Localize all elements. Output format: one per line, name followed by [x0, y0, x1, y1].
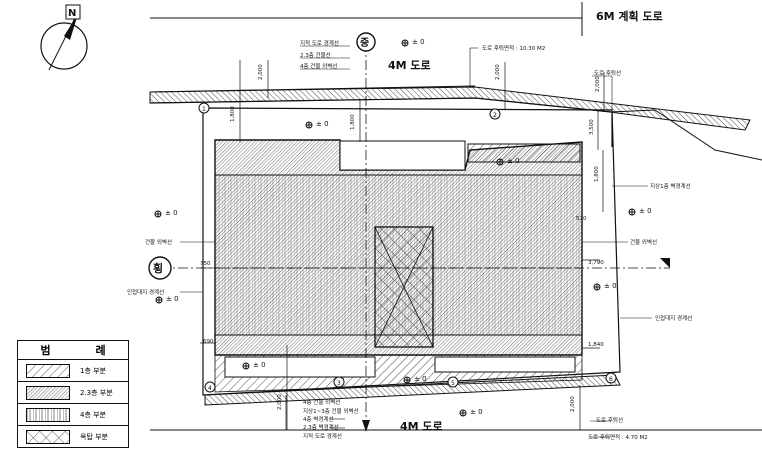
- road-label-bottom: 4M 도로: [400, 420, 443, 433]
- dim-bottom-right: 2,000: [570, 396, 576, 412]
- dim-right-1840: 1,840: [588, 342, 604, 348]
- dimension-lines: [200, 60, 605, 430]
- legend-item: 옥탑 부분: [18, 426, 128, 447]
- note-23-building-line: 2.3층 건물선: [300, 51, 331, 59]
- svg-text:1: 1: [202, 106, 206, 113]
- svg-text:± 0: ± 0: [165, 209, 178, 217]
- legend-item: 2.3층 부분: [18, 382, 128, 404]
- svg-text:± 0: ± 0: [470, 408, 483, 416]
- dim-mid-setback: 1,800: [350, 114, 356, 130]
- north-label: N: [68, 8, 76, 19]
- grid-marker-1: 1: [198, 102, 210, 114]
- svg-text:4: 4: [208, 385, 212, 392]
- note-b3: 4층 벽경계선: [303, 415, 334, 423]
- dim-right-1800: 1,800: [594, 166, 600, 182]
- legend-swatch-roof: [26, 429, 70, 444]
- dim-left-750: 750: [200, 261, 211, 267]
- note-road-area-bottom: 도로 후퇴면적 : 4.70 M2: [588, 433, 648, 441]
- legend-swatch-4: [26, 407, 70, 422]
- note-b5: 지적 도로 경계선: [303, 432, 342, 440]
- note-road-line-bottom: 도로 후퇴선: [596, 416, 623, 424]
- grid-marker-2: 2: [489, 108, 501, 120]
- dim-right-3790: 3,790: [588, 260, 604, 266]
- svg-text:6: 6: [609, 376, 613, 383]
- grid-marker-6: 6: [605, 372, 617, 384]
- dim-left-setback: 1,800: [230, 106, 236, 122]
- note-4-wall-line: 4층 건물 외벽선: [300, 62, 337, 70]
- svg-text:± 0: ± 0: [412, 38, 425, 46]
- legend-item: 1층 부분: [18, 360, 128, 382]
- dim-right-setback: 3,500: [589, 119, 595, 135]
- legend-swatch-23: [26, 385, 70, 400]
- svg-text:2: 2: [493, 112, 497, 119]
- grid-marker-4: 4: [204, 381, 216, 393]
- svg-text:± 0: ± 0: [253, 361, 266, 369]
- title-block: 6M 계획 도로: [150, 2, 663, 36]
- road-label-top: 4M 도로: [388, 59, 431, 72]
- note-cadastral-road-top: 지적 도로 경계선: [300, 39, 339, 47]
- building-footprint: [214, 139, 583, 393]
- dim-bottom-left: 2,000: [277, 394, 283, 410]
- svg-text:± 0: ± 0: [166, 295, 179, 303]
- page-title: 6M 계획 도로: [596, 9, 663, 23]
- grid-marker-3: 3: [333, 376, 345, 388]
- svg-text:± 0: ± 0: [316, 120, 329, 128]
- svg-text:중: 중: [360, 37, 369, 49]
- note-road-area-top: 도로 후퇴면적 : 10.30 M2: [482, 44, 545, 52]
- dim-right-570: 570: [576, 216, 587, 222]
- dim-top-mid: 2,000: [495, 64, 501, 80]
- leader-lines: [180, 45, 652, 438]
- svg-text:± 0: ± 0: [507, 157, 520, 165]
- note-b1: 4층 건물 외벽선: [303, 398, 340, 406]
- grid-marker-5: 5: [447, 376, 459, 388]
- section-marker-hoeng: 횡: [148, 256, 172, 280]
- legend-item: 4층 부분: [18, 404, 128, 426]
- note-bldg-line-left: 건물 외벽선: [145, 238, 172, 246]
- legend-header: 범 례: [18, 341, 128, 360]
- legend: 범 례 1층 부분 2.3층 부분 4층 부분 옥탑 부분: [17, 340, 129, 448]
- note-b4: 2.3층 벽경계선: [303, 423, 339, 431]
- note-neighbor-left: 인접대지 경계선: [127, 288, 164, 296]
- svg-text:횡: 횡: [153, 261, 163, 275]
- legend-header-1: 범: [40, 344, 51, 357]
- svg-text:± 0: ± 0: [639, 207, 652, 215]
- svg-text:± 0: ± 0: [604, 282, 617, 290]
- road-edge-right: [609, 109, 762, 161]
- dim-left-690: 690: [203, 339, 214, 345]
- svg-text:± 0: ± 0: [414, 375, 427, 383]
- north-arrow: N: [40, 4, 88, 71]
- note-bldg-line-right: 건물 외벽선: [630, 238, 657, 246]
- note-ground-wall: 지상1층 벽경계선: [650, 182, 691, 190]
- legend-swatch-1: [26, 363, 70, 378]
- svg-text:5: 5: [451, 380, 455, 387]
- dim-top-right: 2,000: [595, 76, 601, 92]
- section-marker-jung: 중: [356, 32, 376, 52]
- note-b2: 지상1~3층 건물 외벽선: [303, 407, 359, 415]
- dim-top-left: 2,000: [258, 64, 264, 80]
- legend-header-2: 례: [95, 344, 106, 357]
- svg-text:3: 3: [337, 380, 341, 387]
- note-neighbor-right: 인접대지 경계선: [655, 314, 692, 322]
- lot-boundary: [202, 107, 621, 396]
- note-road-line-top: 도로 후퇴선: [594, 69, 621, 77]
- level-markers: ± 0 ± 0 ± 0 ± 0 ± 0 ± 0 ± 0 ± 0 ± 0 ± 0: [154, 38, 652, 417]
